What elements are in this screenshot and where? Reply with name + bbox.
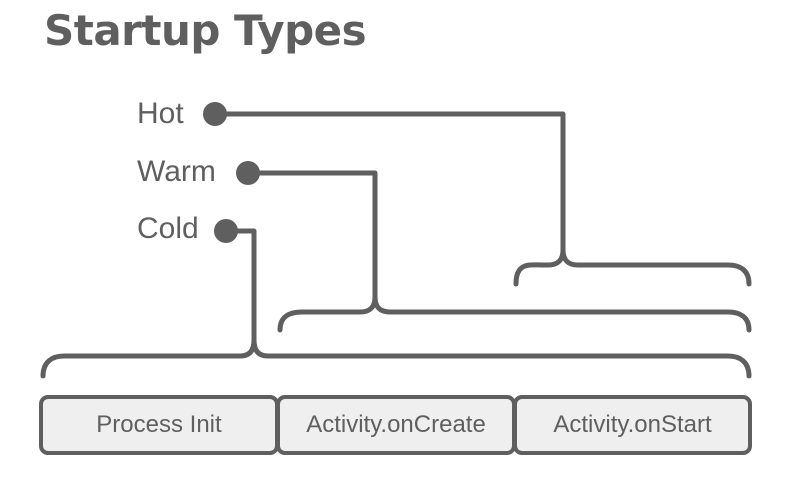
warm-connector (236, 161, 752, 333)
phase-activity-onstart: Activity.onStart (513, 395, 752, 455)
phase-activity-oncreate: Activity.onCreate (276, 395, 516, 455)
hot-connector (203, 102, 752, 287)
hot-leader-line (212, 111, 566, 253)
warm-brace (277, 294, 752, 333)
cold-connector (40, 219, 752, 379)
cold-leader-line (223, 228, 257, 343)
diagram-title: Startup Types (44, 6, 367, 55)
cold-brace (40, 337, 752, 379)
label-hot: Hot (137, 97, 184, 130)
label-cold: Cold (137, 212, 199, 245)
warm-leader-line (245, 170, 378, 300)
label-warm: Warm (137, 155, 216, 188)
hot-brace (513, 247, 752, 287)
phase-process-init: Process Init (39, 395, 279, 455)
